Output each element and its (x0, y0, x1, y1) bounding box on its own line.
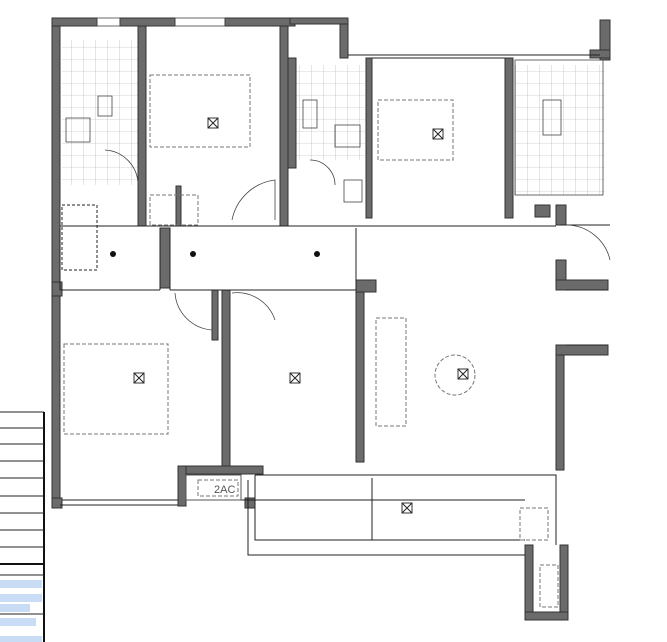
coffee-table (434, 354, 476, 396)
kitchen-floor (515, 65, 605, 195)
light-point (110, 251, 116, 257)
sink (539, 564, 559, 608)
windows (96, 17, 226, 27)
vanity (302, 99, 318, 129)
wardrobe (149, 194, 199, 226)
toilet (65, 117, 91, 143)
ac-unit: 2AC (185, 474, 242, 501)
light-point (314, 251, 320, 257)
sofa (375, 317, 407, 427)
washing-machine (519, 507, 549, 541)
furniture (63, 59, 604, 608)
stove (542, 99, 562, 136)
partitions (59, 54, 610, 556)
light-point (190, 251, 196, 257)
bathroom-2-floor (295, 65, 365, 160)
ceiling-lights (133, 117, 469, 514)
dining-table (377, 99, 454, 161)
corridor (61, 204, 320, 271)
bed (63, 343, 169, 435)
vanity (97, 95, 113, 117)
bathroom-1-floor (62, 40, 138, 185)
ac-label: 2AC (214, 484, 235, 496)
legend-table (0, 411, 45, 642)
kitchen-counter (514, 59, 604, 196)
basin (343, 179, 363, 203)
bed (149, 74, 251, 148)
toilet (334, 124, 361, 148)
doors (104, 149, 611, 331)
